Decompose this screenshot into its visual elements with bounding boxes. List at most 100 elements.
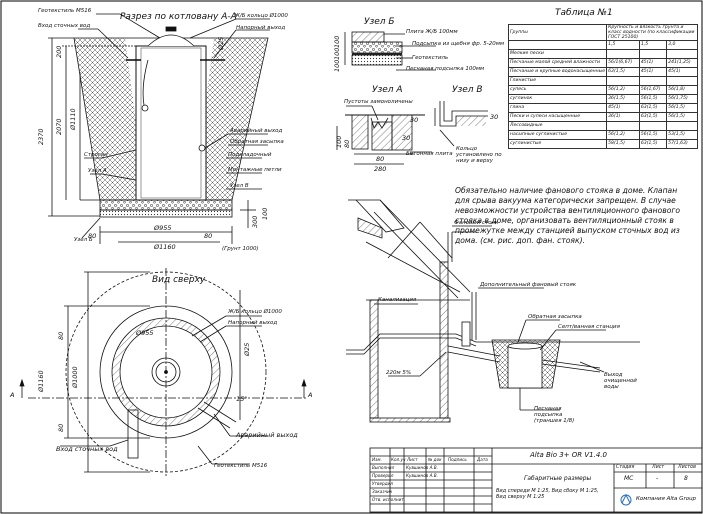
- table-cell: 56/1(6,67): [606, 58, 640, 68]
- table-cell: 45(1): [638, 67, 668, 77]
- backfill-label: Обратная засыпка: [528, 314, 582, 320]
- node-a-dim-80: 80: [376, 155, 385, 163]
- top-dim-1160: Ø1160: [37, 370, 45, 392]
- table-row: Лессовидные: [507, 121, 698, 131]
- sheet-value: -: [656, 475, 659, 482]
- table-cell: 57(1,63): [666, 139, 698, 149]
- section-view: [48, 13, 270, 244]
- node-b-ref-label: Узел Б: [74, 237, 93, 243]
- table-sub: 3,0: [666, 40, 698, 50]
- top-pressure-label: Напорный выход: [228, 320, 278, 326]
- table-cell: 56(1,5): [638, 130, 668, 140]
- table-cell: [638, 76, 668, 86]
- sheet-label: Лист: [652, 465, 665, 470]
- top-dim-80a: 80: [57, 331, 65, 340]
- table-title: Таблица №1: [555, 8, 613, 18]
- tb-header-list: Лист: [407, 457, 418, 462]
- soil-fill-label: Монтажные петли: [228, 167, 282, 173]
- top-geotextile-label: Геотекстиль М516: [214, 463, 268, 469]
- node-v-ref-label: Узел В: [230, 183, 249, 189]
- table-cell: Песчаные и крупные водонасыщенные: [507, 67, 608, 77]
- installation-scheme: [346, 199, 640, 423]
- table-cell: Мелкие пески: [507, 49, 608, 59]
- station-label: Септ/ванная станция: [558, 324, 620, 330]
- tb-role: Проверил: [372, 473, 394, 478]
- ventilation-note: Обязательно наличие фанового стояка в до…: [455, 186, 680, 246]
- dim-25: Ø25: [217, 36, 225, 50]
- table-row: Глинистые: [507, 76, 698, 86]
- tb-role: Заказчик: [372, 489, 393, 494]
- table-sub: 1,5: [638, 40, 668, 50]
- table-cell: [606, 121, 640, 131]
- tb-header-izm: Изм.: [372, 457, 382, 462]
- table-row: Мелкие пески: [507, 49, 698, 59]
- table-cell: [666, 49, 698, 59]
- node-a-dim-30b: 30: [402, 134, 411, 142]
- doc-desc: Вид спереди М 1:25, Вид сбоку М 1:25, Ви…: [496, 488, 599, 500]
- sand-pad-label: Песчаная подсыпка (траншея 1/8): [534, 406, 575, 424]
- sheets-value: 8: [684, 475, 688, 482]
- table-cell: глина: [507, 103, 608, 113]
- table-cell: 56(1,8): [666, 85, 698, 95]
- node-a-ref-label: Узел А: [88, 168, 107, 174]
- node-b-detail: [344, 31, 436, 71]
- tb-header-date: Дата: [477, 457, 488, 462]
- tb-role: Выполнил: [372, 465, 395, 470]
- sand-label: Строган: [84, 152, 108, 158]
- node-a-title: Узел А: [372, 85, 403, 95]
- stage-value: МС: [624, 475, 634, 482]
- tb-header-doc: № док: [428, 457, 442, 462]
- table-cell: суглинистые: [507, 139, 608, 149]
- dim-200: 200: [55, 45, 63, 58]
- table-cell: 56(1,5): [638, 94, 668, 104]
- section-title: Разрез по котловану А-А: [120, 12, 237, 22]
- node-v-dim-30: 30: [490, 113, 499, 121]
- table-cell: [606, 49, 640, 59]
- table-cell: Пески и супеси насыщенные: [507, 112, 608, 122]
- table-cell: 63(1,5): [638, 103, 668, 113]
- node-b-gravel: Подсыпка из щебня фр. 5-20мм: [412, 41, 505, 47]
- depth-label: 220м 5%: [386, 370, 412, 376]
- node-b-geotextile: Геотекстиль: [412, 55, 449, 61]
- company-name: Компания Alta Group: [636, 496, 697, 502]
- table-header-desc: Крупность и вязкость грунта и класс водн…: [606, 24, 698, 41]
- section-mark-left: А: [10, 391, 15, 399]
- table-cell: 58(1,5): [606, 139, 640, 149]
- top-dim-80b: 80: [57, 423, 65, 432]
- table-sub: 1,5: [606, 40, 640, 50]
- node-a-dim-30: 30: [410, 116, 419, 124]
- tb-role: Утвердил: [372, 481, 393, 486]
- table-cell: насыпные суглинистые: [507, 130, 608, 140]
- table-cell: 56(1,2): [606, 130, 640, 140]
- table-cell: 45(1): [606, 103, 640, 113]
- node-a-voids: Пустоты замоноличены: [344, 99, 413, 105]
- table-cell: [666, 121, 698, 131]
- dim-1160: Ø1160: [154, 243, 176, 251]
- table-cell: 56(1,5): [666, 103, 698, 113]
- table-cell: 56(1,5): [666, 112, 698, 122]
- top-view-title: Вид сверху: [152, 275, 206, 285]
- pressure-outlet-label: Напорный выход: [236, 25, 286, 31]
- fan-riser-label: Фановый стояк: [454, 220, 499, 226]
- node-v-title: Узел В: [452, 85, 483, 95]
- stage-label: Стадия: [616, 465, 635, 470]
- top-dim-955: Ø955: [136, 329, 154, 337]
- outlet-label: Выход очищенной воды: [604, 372, 637, 390]
- inlet-label: Вход сточных вод: [38, 23, 91, 29]
- node-v-note: Кольцо установлено по низу и верху: [456, 146, 502, 164]
- tb-name: Кувшинов А.В.: [406, 465, 438, 470]
- table-cell: супесь: [507, 85, 608, 95]
- project-name: Alta Bio 3+ OR V1.4.0: [530, 451, 607, 459]
- table-cell: [638, 121, 668, 131]
- dim-100: 100: [261, 207, 269, 220]
- table-cell: 45(1): [638, 58, 668, 68]
- node-b-dim-3: 100: [333, 59, 341, 72]
- table-cell: Глинистые: [507, 76, 608, 86]
- tb-name: Кувшинов А.В.: [406, 473, 438, 478]
